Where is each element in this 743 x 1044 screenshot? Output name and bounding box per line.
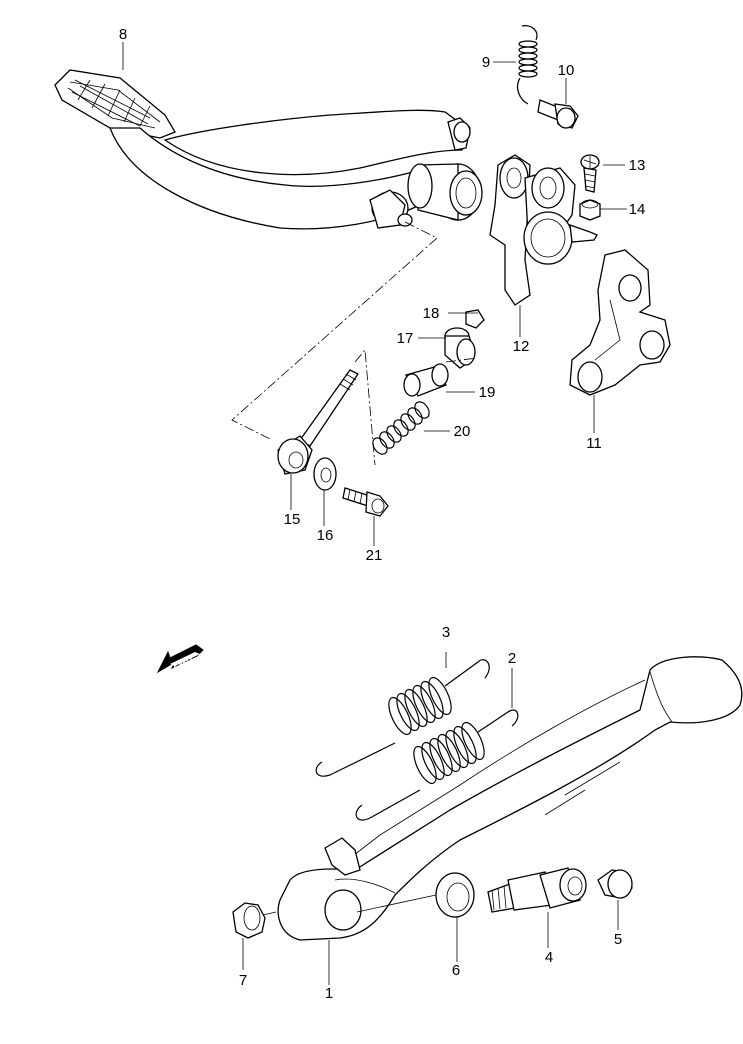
part-12-brake-lever [489, 154, 598, 306]
part-13-screw [580, 154, 600, 193]
part-14-nut [579, 199, 601, 221]
callout-21: 21 [366, 547, 383, 564]
part-11-pedal-bracket [569, 249, 671, 396]
part-4-pivot-bolt [487, 867, 587, 913]
callout-16: 16 [317, 527, 334, 544]
part-3-stand-spring [315, 659, 490, 777]
part-16-washer [313, 457, 337, 491]
callout-9: 9 [482, 54, 490, 71]
callout-5: 5 [614, 931, 622, 948]
callout-2: 2 [508, 650, 516, 667]
part-7-nut [232, 902, 266, 939]
part-2-stand-spring [355, 709, 519, 821]
fwd-arrow-icon: FWD [156, 644, 204, 674]
callout-11: 11 [586, 435, 602, 452]
alignment-lines-upper [231, 221, 478, 466]
part-17-switch-body [444, 327, 476, 369]
part-10-bolt [537, 99, 579, 129]
callout-labels: 1 2 3 4 5 6 7 8 9 10 11 12 13 14 15 16 1… [119, 26, 646, 1002]
part-6-washer [435, 872, 475, 918]
callout-6: 6 [452, 962, 460, 979]
part-8-brake-pedal [54, 69, 483, 230]
leader-lines-lower [242, 652, 619, 985]
callout-7: 7 [239, 972, 247, 989]
callout-12: 12 [513, 338, 530, 355]
callout-8: 8 [119, 26, 127, 43]
callout-1: 1 [325, 985, 333, 1002]
part-18-cap [465, 309, 485, 329]
callout-19: 19 [479, 384, 496, 401]
callout-4: 4 [545, 949, 553, 966]
callout-15: 15 [284, 511, 301, 528]
part-21-bolt [342, 487, 389, 517]
part-19-sleeve [403, 363, 449, 397]
callout-3: 3 [442, 624, 450, 641]
callout-17: 17 [397, 330, 414, 347]
part-1-side-stand [277, 656, 743, 941]
leader-lines-upper [122, 42, 627, 546]
callout-20: 20 [454, 423, 471, 440]
part-20-switch-spring [372, 401, 430, 455]
callout-14: 14 [629, 201, 646, 218]
part-5-cap [597, 869, 633, 899]
part-15-brake-rod [277, 369, 359, 475]
callout-13: 13 [629, 157, 646, 174]
part-9-return-spring [516, 25, 538, 105]
callout-10: 10 [558, 62, 575, 79]
callout-18: 18 [423, 305, 440, 322]
